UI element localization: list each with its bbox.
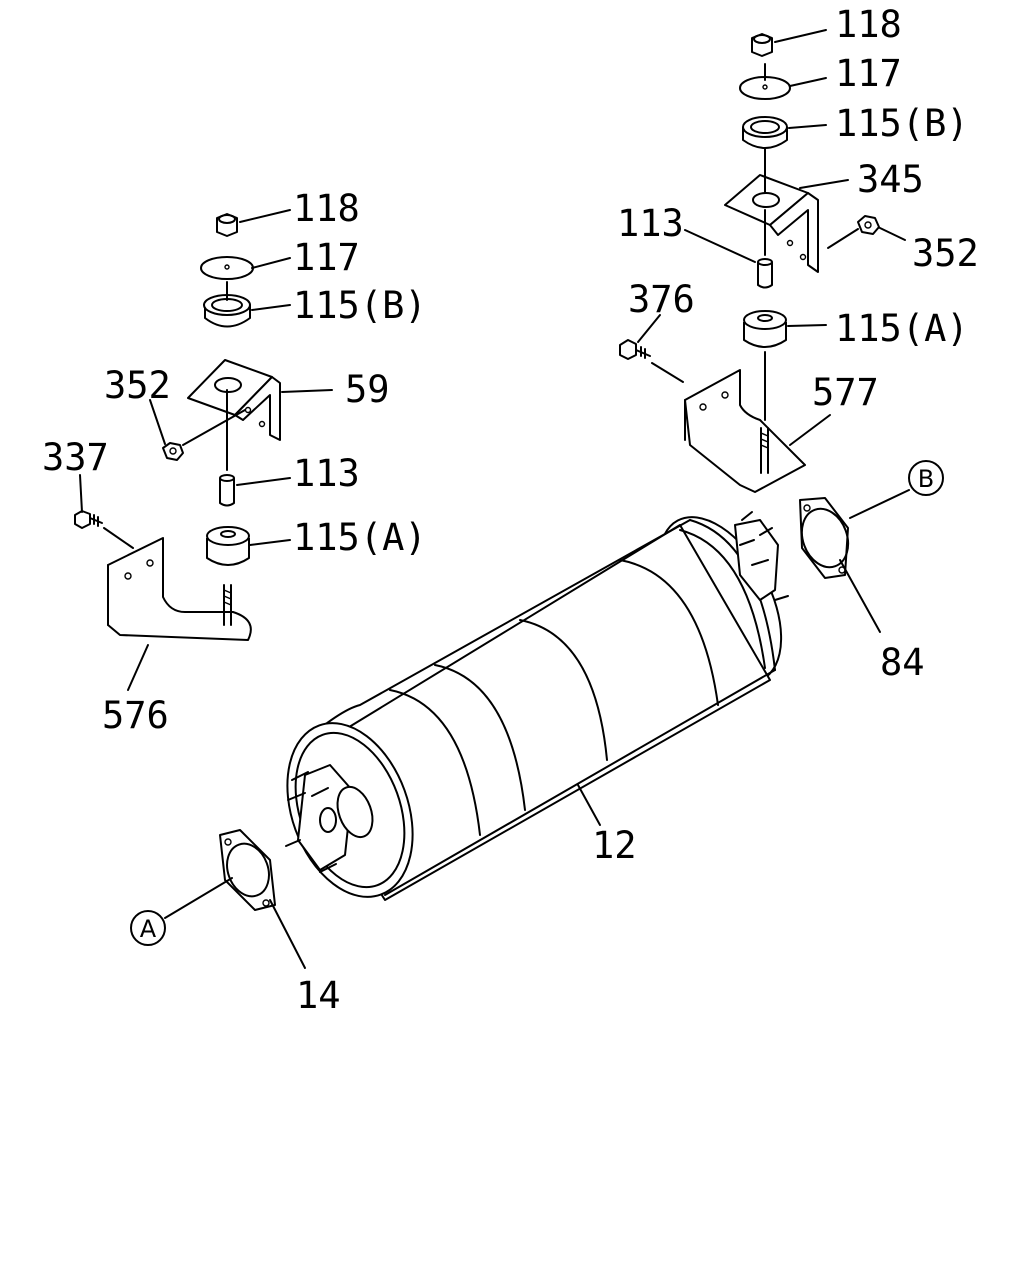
left-mount-assembly [74, 213, 281, 641]
right-mount-assembly [619, 33, 880, 493]
label-left-115b: 115(B) [293, 284, 427, 327]
label-right-577: 577 [812, 371, 879, 414]
part-labels: 118 117 115(B) 59 352 337 113 115(A) 576… [42, 3, 979, 1017]
label-right-352: 352 [912, 232, 979, 275]
label-left-352: 352 [104, 364, 171, 407]
label-left-59: 59 [345, 368, 390, 411]
label-right-115a: 115(A) [835, 307, 969, 350]
reference-circle-a [130, 910, 166, 946]
muffler-body [285, 511, 789, 901]
label-left-576: 576 [102, 694, 169, 737]
reference-letter-a: A [140, 915, 157, 943]
reference-letter-b: B [918, 465, 934, 493]
rear-gasket [799, 497, 850, 579]
front-gasket [219, 829, 276, 911]
reference-callouts: A B [130, 460, 944, 946]
label-right-115b: 115(B) [835, 102, 969, 145]
label-right-345: 345 [857, 158, 924, 201]
reference-circle-b [908, 460, 944, 496]
label-left-337: 337 [42, 436, 109, 479]
label-left-118: 118 [293, 187, 360, 230]
label-right-117: 117 [835, 52, 902, 95]
label-left-113: 113 [293, 452, 360, 495]
label-right-113: 113 [617, 202, 684, 245]
label-right-118: 118 [835, 3, 902, 46]
label-right-376: 376 [628, 278, 695, 321]
label-gasket-14: 14 [296, 974, 341, 1017]
leader-lines [79, 29, 910, 969]
label-muffler-12: 12 [592, 824, 637, 867]
label-gasket-84: 84 [880, 641, 925, 684]
label-left-115a: 115(A) [293, 516, 427, 559]
label-left-117: 117 [293, 236, 360, 279]
